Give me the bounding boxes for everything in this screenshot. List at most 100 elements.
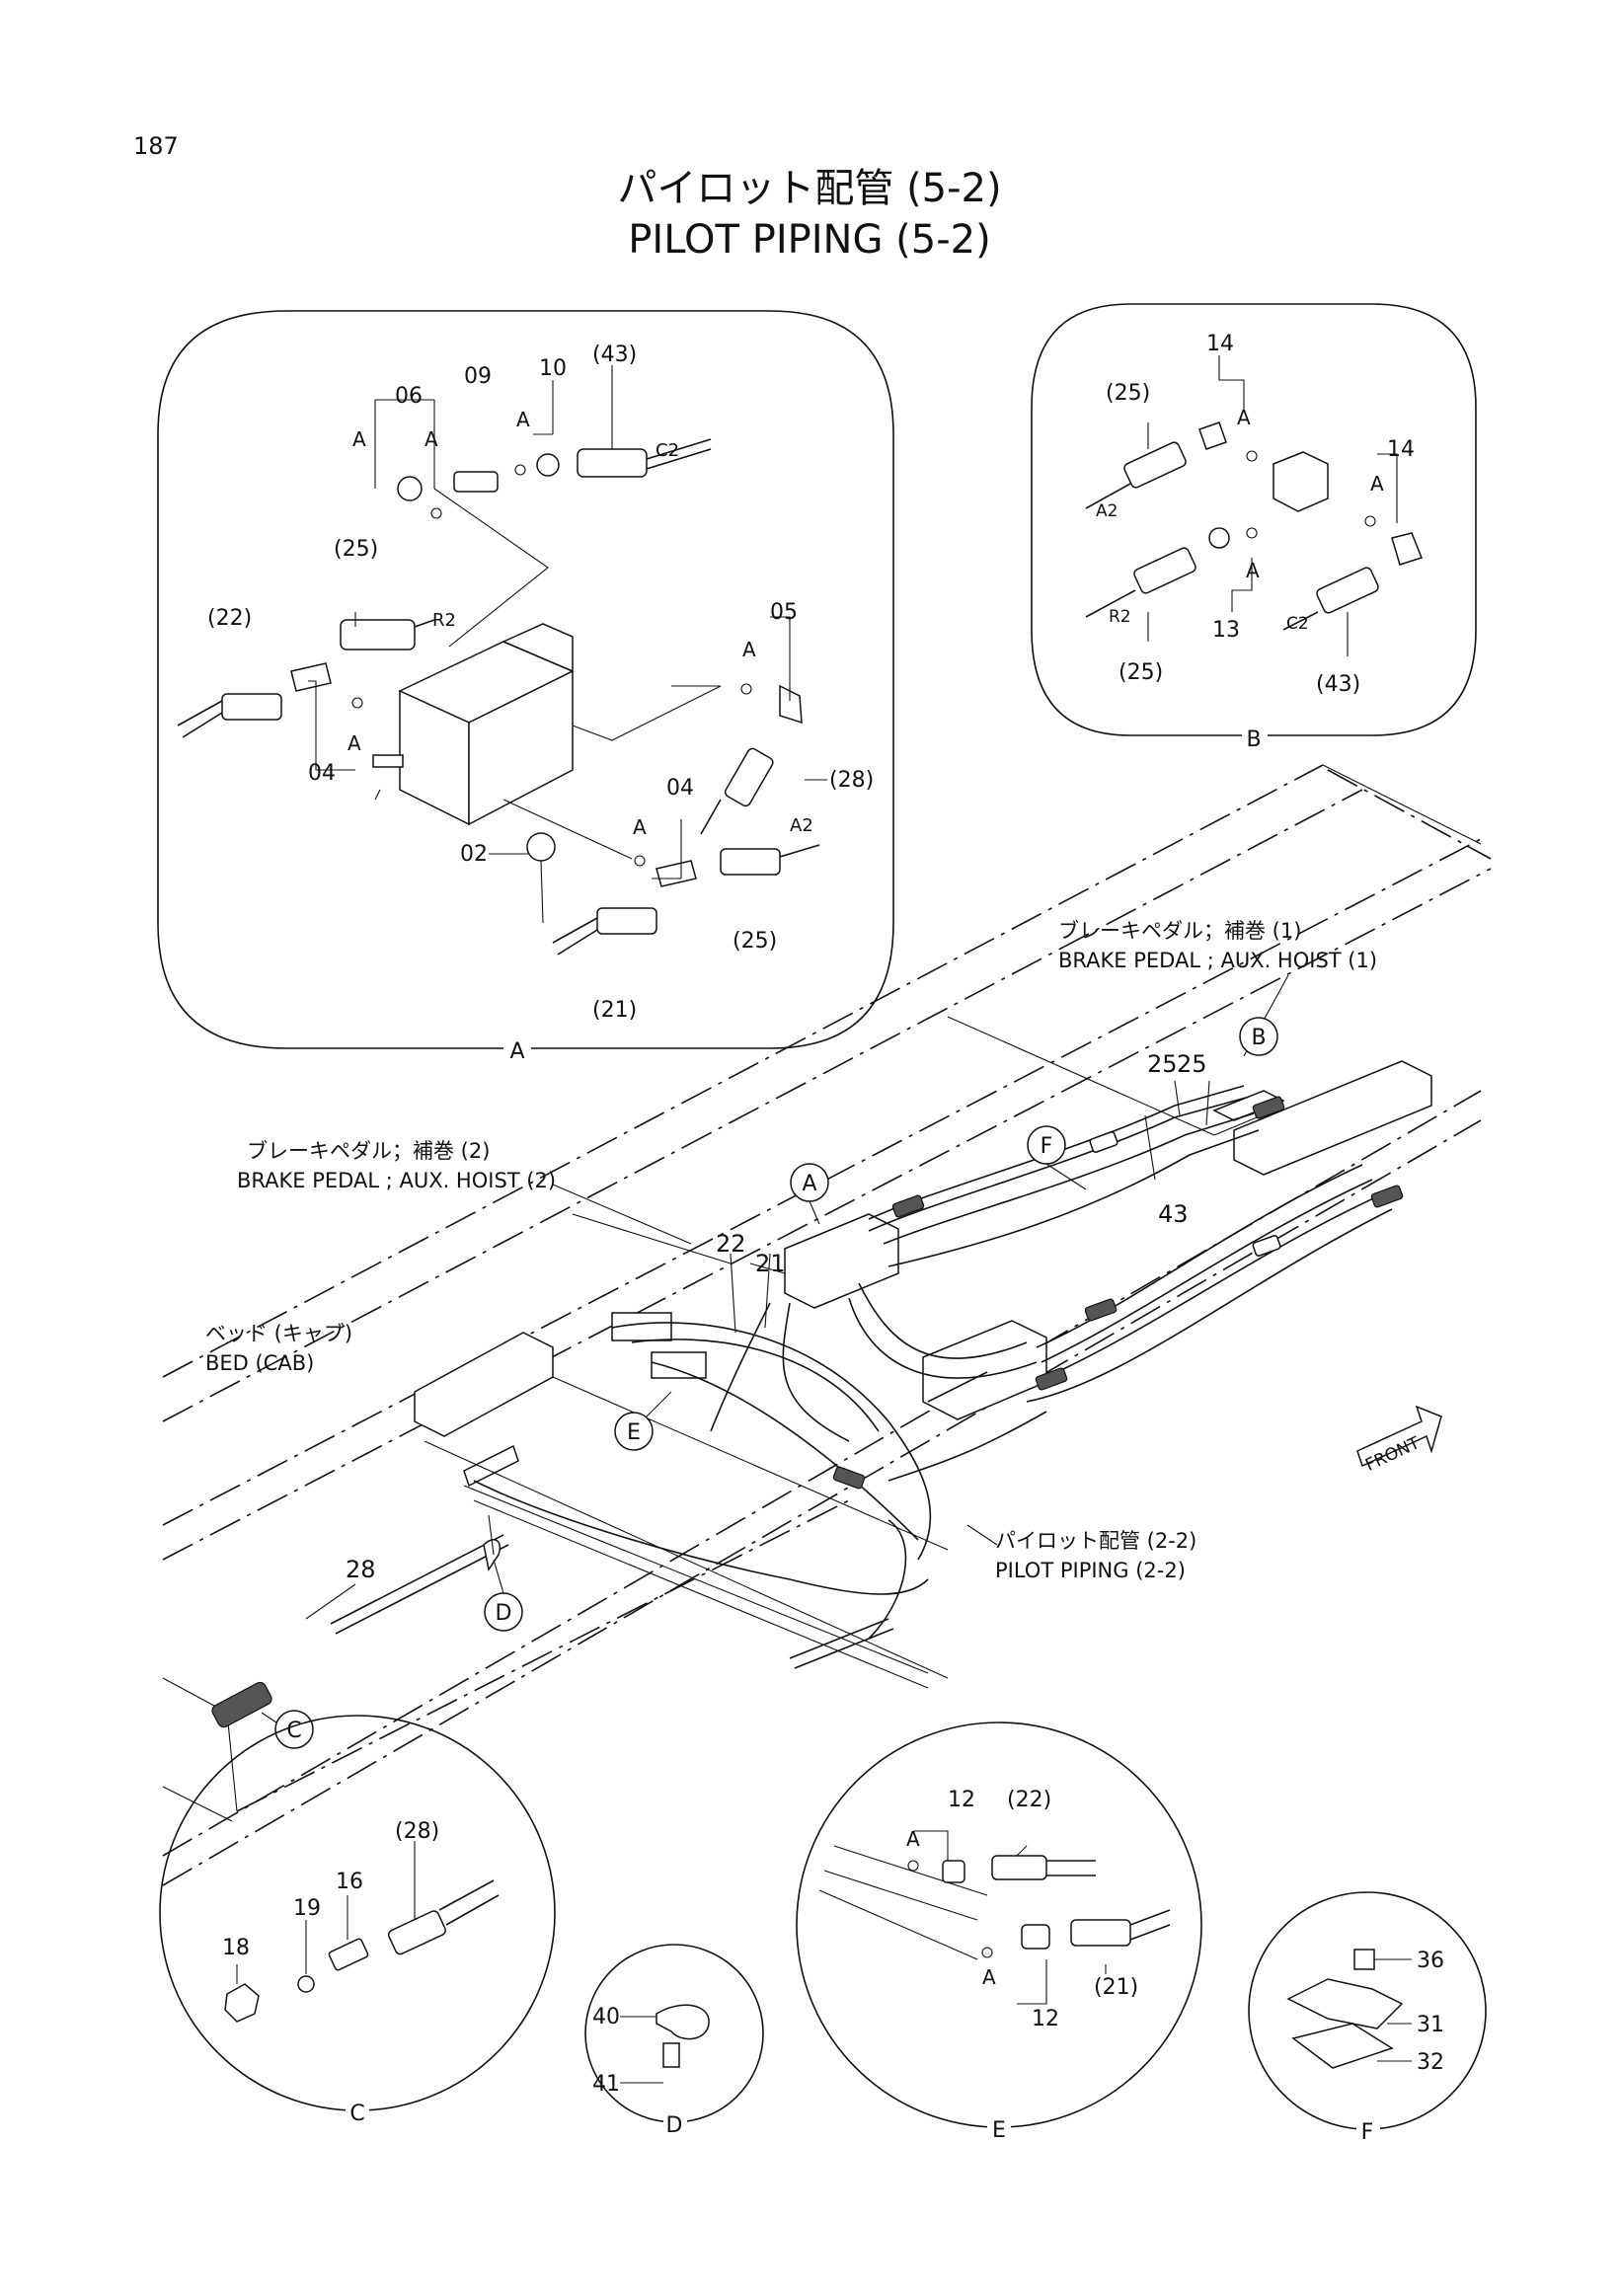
port-a-1: A <box>352 427 366 451</box>
callout-05: 05 <box>770 600 798 625</box>
washer-19 <box>297 1975 315 1993</box>
callout-41: 41 <box>592 2072 620 2097</box>
detail-b-frame-label: B <box>1246 727 1261 752</box>
callout-25-b-lower: (25) <box>1119 660 1163 685</box>
detail-f: F 36 31 32 <box>1248 1891 1487 2145</box>
fitting-12-upper <box>942 1860 965 1883</box>
fitting-16 <box>328 1938 369 1971</box>
hose-25-r2-b <box>1133 547 1196 594</box>
title-en: PILOT PIPING (5-2) <box>628 217 990 263</box>
brake1-en: BRAKE PEDAL ; AUX. HOIST (1) <box>1058 949 1377 972</box>
bolt-41 <box>662 2042 680 2068</box>
callout-21-e: (21) <box>1094 1975 1138 2000</box>
svg-text:A: A <box>802 1172 816 1196</box>
detail-e-frame <box>796 1722 1202 2128</box>
fitting-04-upper <box>290 662 332 692</box>
port-a-3: A <box>516 408 530 431</box>
hose-43-b <box>1316 567 1379 614</box>
plate-32 <box>1291 2023 1394 2069</box>
title-jp: パイロット配管 (5-2) <box>617 166 1001 211</box>
front-arrow <box>1356 1405 1442 1468</box>
port-b-r2: R2 <box>1109 607 1131 627</box>
page-number: 187 <box>133 132 179 160</box>
num-43: 43 <box>1158 1200 1189 1228</box>
callout-40: 40 <box>592 2005 620 2029</box>
valve-b <box>922 1320 1047 1420</box>
callout-10: 10 <box>539 356 567 381</box>
fitting-02 <box>526 832 556 862</box>
bed-en: BED (CAB) <box>205 1351 314 1375</box>
nut-18 <box>224 1983 260 2023</box>
circle-ref-f: F <box>1027 1125 1066 1165</box>
hose-28-c <box>387 1910 446 1955</box>
detail-e-frame-label: E <box>992 2118 1006 2143</box>
fitting-09 <box>453 471 499 493</box>
hose-25-a2-b <box>1123 441 1187 489</box>
detail-c-frame-label: C <box>349 2102 364 2126</box>
hose-22-e <box>991 1855 1047 1880</box>
port-a-5: A <box>347 731 361 755</box>
detail-a-frame-label: A <box>509 1039 524 1064</box>
main-assembly: FRONT A B C D E F 25 25 43 22 21 28 ブレーキ… <box>162 764 1492 1886</box>
callout-28-c: (28) <box>395 1819 439 1844</box>
callout-43: (43) <box>592 343 637 367</box>
clamp-31 <box>1286 1978 1404 2029</box>
port-b-a-3: A <box>1246 559 1260 582</box>
callout-19: 19 <box>293 1896 321 1921</box>
num-28: 28 <box>346 1556 376 1583</box>
pilot-jp: パイロット配管 (2-2) <box>995 1529 1196 1553</box>
callout-21: (21) <box>592 998 637 1023</box>
fitting-10 <box>536 453 560 477</box>
callout-31: 31 <box>1417 2013 1444 2037</box>
callout-28: (28) <box>829 768 874 793</box>
hose-43 <box>577 448 648 478</box>
port-a-4: A <box>742 638 756 661</box>
circle-ref-b: B <box>1239 1017 1278 1056</box>
callout-14-right: 14 <box>1387 437 1415 462</box>
svg-text:C: C <box>286 1719 301 1743</box>
num-25-a: 25 <box>1147 1050 1178 1078</box>
port-b-a-1: A <box>1237 406 1251 429</box>
fitting-13 <box>1208 527 1230 549</box>
fitting-05 <box>779 684 803 725</box>
detail-c-frame <box>159 1715 556 2111</box>
callout-02: 02 <box>460 842 488 867</box>
detail-d: D 40 41 <box>584 1944 764 2138</box>
callout-36: 36 <box>1417 1949 1444 1973</box>
detail-b: B 14 14 (25) 13 (25) (43) A A A A2 R2 C2 <box>1031 303 1477 752</box>
port-b-a-2: A <box>1370 472 1384 496</box>
port-a2: A2 <box>790 815 813 836</box>
block-b <box>1273 451 1329 512</box>
hose-21-e <box>1070 1919 1131 1947</box>
fitting-12-lower <box>1021 1924 1050 1950</box>
callout-04-lower: 04 <box>666 776 694 801</box>
hose-28-end <box>211 1681 272 1728</box>
num-21: 21 <box>755 1250 786 1277</box>
manifold <box>1233 1060 1432 1176</box>
brake2-en: BRAKE PEDAL ; AUX. HOIST (2) <box>237 1169 556 1192</box>
callout-32: 32 <box>1417 2050 1444 2075</box>
detail-e: E 12 (22) (21) 12 A A <box>796 1722 1202 2143</box>
port-c2: C2 <box>656 440 679 461</box>
hose-28-upper <box>724 747 774 807</box>
cross-beam <box>414 1332 554 1437</box>
callout-12-lower: 12 <box>1032 2007 1059 2031</box>
callout-22: (22) <box>207 606 252 631</box>
num-25-b: 25 <box>1177 1050 1207 1078</box>
callout-13: 13 <box>1212 618 1240 643</box>
valve-a <box>784 1213 899 1309</box>
callout-16: 16 <box>336 1870 363 1894</box>
callout-14-upper: 14 <box>1206 332 1234 356</box>
detail-d-frame-label: D <box>666 2113 683 2138</box>
hose-25-r2 <box>340 619 416 651</box>
detail-c: C 18 19 16 (28) <box>159 1715 556 2126</box>
hose-21 <box>596 907 657 935</box>
callout-25-b: (25) <box>1106 381 1150 406</box>
port-e-a-2: A <box>982 1965 996 1989</box>
callout-09: 09 <box>464 364 492 389</box>
bed-jp: ベッド (キャブ) <box>205 1322 352 1345</box>
port-a-6: A <box>633 815 647 839</box>
circle-ref-e: E <box>614 1412 654 1451</box>
detail-a: A R2 C2 A2 <box>157 310 894 1064</box>
